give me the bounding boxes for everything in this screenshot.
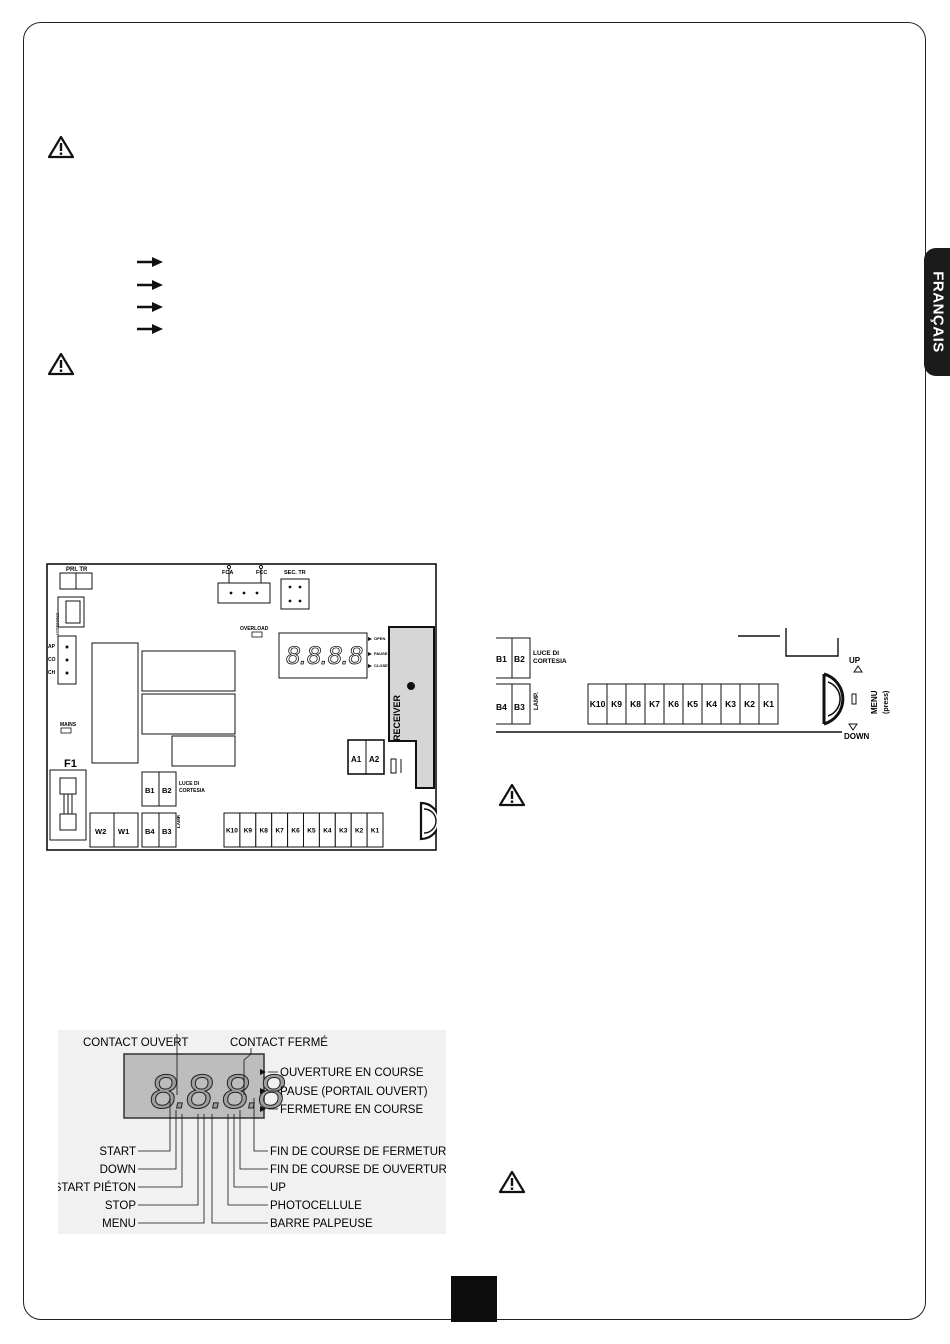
encoder-label: ENCODER [55,613,60,636]
board-cortesia-label: CORTESIA [179,788,205,794]
sec-tr-label: SEC. TR [284,570,306,576]
warning-triangle-icon [498,783,526,807]
mains-label: MAINS [60,722,77,728]
down-label: DOWN [844,732,870,741]
a1-label: A1 [351,755,362,764]
arrow-right-icon [137,324,163,334]
detail-b1-label: B1 [496,654,507,664]
overload-label: OVERLOAD [240,626,269,632]
board-b1-label: B1 [145,786,155,795]
barre-palpeuse-label: BARRE PALPEUSE [270,1218,373,1230]
ch-label: CH [48,670,56,676]
warning-triangle-icon [47,352,75,376]
up-display-label: UP [270,1182,286,1194]
menu-label: MENU [870,690,879,714]
w1-label: W1 [118,827,129,836]
fin-ouverture-label: FIN DE COURSE DE OUVERTURE [270,1164,446,1176]
start-label: START [99,1146,136,1158]
detail-k-label-k4: K4 [706,699,717,709]
detail-k-label-k7: K7 [649,699,660,709]
detail-k-terminal-k1 [758,683,779,725]
board-luce-label: LUCE DI [179,781,200,787]
a2-label: A2 [369,755,380,764]
detail-k-label-k9: K9 [611,699,622,709]
page-number-box [451,1276,497,1322]
arrow-right-icon [137,280,163,290]
photocellule-label: PHOTOCELLULE [270,1200,362,1212]
down-display-label: DOWN [100,1164,136,1176]
contact-ouvert-label: CONTACT OUVERT [83,1037,188,1049]
up-label: UP [849,656,861,665]
board-k-label-k4: K4 [323,827,332,834]
board-k-label-k5: K5 [307,827,316,834]
board-k-terminal-k1 [366,812,384,848]
detail-k-label-k10: K10 [590,699,606,709]
ap-label: AP [48,644,56,650]
ouverture-label: OUVERTURE EN COURSE [280,1067,424,1079]
board-k-label-k3: K3 [339,827,348,834]
menu-display-label: MENU [102,1218,136,1230]
board-k-label-k2: K2 [355,827,364,834]
pri-tr-label: PRI. TR [66,567,88,573]
detail-k-label-k8: K8 [630,699,641,709]
board-k-label-k1: K1 [371,827,380,834]
stop-label: STOP [105,1200,136,1212]
board-k-label-k7: K7 [275,827,284,834]
fcc-label: FCC [256,570,267,576]
close-tag: CLOSE [374,663,388,668]
detail-lamp-label: LAMP. [534,692,540,710]
board-k-label-k8: K8 [260,827,269,834]
warning-triangle-icon [47,135,75,159]
board-k-label-k9: K9 [244,827,253,834]
open-tag: OPEN [374,636,385,641]
w2-label: W2 [95,827,106,836]
language-tab-label: FRANÇAIS [929,271,947,353]
detail-k-label-k3: K3 [725,699,736,709]
fuse-label: F1 [64,758,77,770]
board-k-terminal-strip: K10 K9 K8 K7 K6 K5 K4 K3 K2 K1 [223,812,384,848]
language-tab: FRANÇAIS [924,248,950,376]
fin-fermeture-label: FIN DE COURSE DE FERMETURE [270,1146,446,1158]
fca-label: FCA [222,570,233,576]
display-diagram: 8.8.8.8 CONTACT OUVERT CONTACT FERMÉ OUV… [58,1030,446,1234]
board-lamp-label: LAMP. [176,815,181,828]
arrow-right-icon [137,302,163,312]
detail-k-label-k6: K6 [668,699,679,709]
detail-k-label-k5: K5 [687,699,698,709]
press-label: (press) [883,691,890,714]
warning-triangle-icon [498,1170,526,1194]
receiver-label: RECEIVER [392,694,402,741]
board-b4-label: B4 [145,827,155,836]
detail-k-label-k2: K2 [744,699,755,709]
board-k-label-k10: K10 [226,827,238,834]
detail-b4-label: B4 [496,702,507,712]
board-k-label-k6: K6 [291,827,300,834]
co-label: CO [48,657,56,663]
arrow-right-icon [137,257,163,267]
contact-ferme-label: CONTACT FERMÉ [230,1036,328,1049]
display-digits: 8.8.8.8 [150,1066,285,1119]
pause-label: PAUSE (PORTAIL OUVERT) [280,1086,428,1098]
start-pieton-label: START PIÉTON [58,1181,136,1194]
control-board-diagram: PRI. TR ENCODER AP CO CH MAINS F1 FCA FC… [46,563,437,851]
mini-display-digits: 8.8.8.8 [286,642,363,670]
detail-b2-label: B2 [514,654,525,664]
terminal-detail-diagram: B1 B2 LUCE DI CORTESIA B4 B3 LAMP. K10 K9… [496,628,890,741]
detail-b3-label: B3 [514,702,525,712]
detail-k-label-k1: K1 [763,699,774,709]
board-b2-label: B2 [162,786,172,795]
board-b3-label: B3 [162,827,172,836]
pause-tag: PAUSE [374,651,388,656]
detail-cortesia-label: CORTESIA [533,658,567,665]
detail-luce-label: LUCE DI [533,650,559,657]
detail-k-terminal-strip: K10 K9 K8 K7 K6 K5 K4 K3 K2 K1 [587,683,779,725]
fermeture-label: FERMETURE EN COURSE [280,1104,423,1116]
